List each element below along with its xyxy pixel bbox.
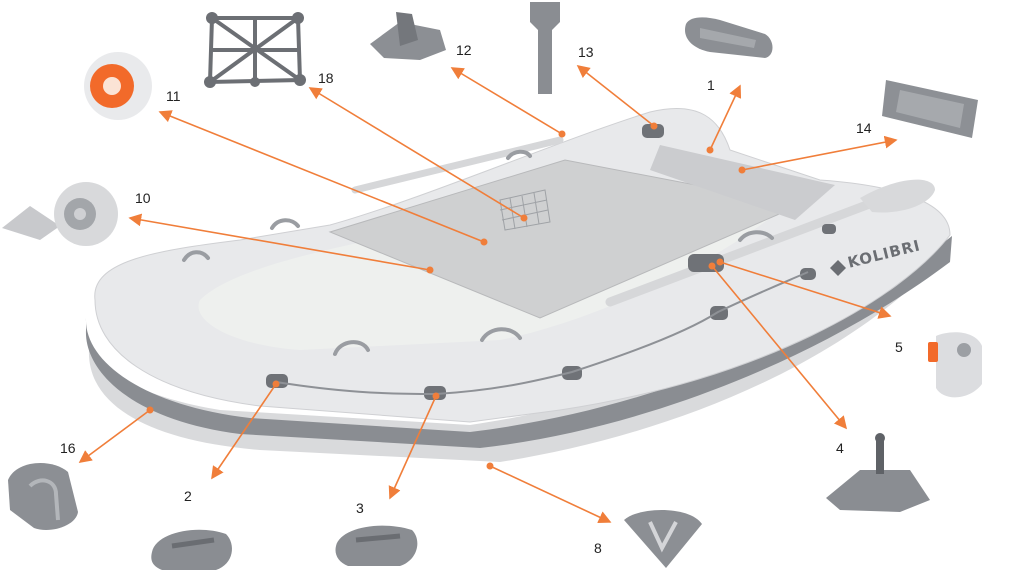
callout-label-8: 8: [594, 540, 602, 556]
callout-label-1: 1: [707, 77, 715, 93]
callout-label-11: 11: [166, 88, 181, 104]
boat-perimeter-rope: [275, 271, 809, 396]
callout-arrows: [78, 65, 898, 524]
callout-label-3: 3: [356, 500, 364, 516]
arrow-11: [158, 110, 485, 243]
part-8-towing-ring: [624, 509, 702, 568]
callout-label-10: 10: [135, 190, 151, 206]
arrow-2: [211, 383, 277, 480]
callout-label-13: 13: [578, 44, 594, 60]
callout-dots: [146, 122, 746, 470]
part-4-oarlock: [826, 433, 930, 512]
arrow-3: [388, 395, 437, 500]
arrow-18: [308, 87, 525, 219]
callout-label-18: 18: [318, 70, 334, 86]
arrow-5: [719, 261, 892, 319]
callout-label-16: 16: [60, 440, 76, 456]
part-18-net-frame: [204, 12, 306, 88]
boat-oar-2: [351, 136, 564, 194]
arrow-13: [576, 65, 655, 127]
inflatable-boat: [85, 107, 953, 462]
part-10-valve: [2, 182, 118, 246]
part-16-stern-ring: [8, 462, 78, 531]
callout-label-5: 5: [895, 339, 903, 355]
part-12-handle-mount: [370, 12, 446, 60]
part-5-oar-holder: [928, 332, 982, 398]
arrow-12: [450, 67, 563, 135]
arrow-1: [709, 84, 742, 151]
callout-label-14: 14: [856, 120, 872, 136]
callout-label-4: 4: [836, 440, 844, 456]
arrow-4: [711, 265, 848, 430]
part-13-oar-holder: [530, 2, 560, 94]
kolibri-logo-mark: [830, 260, 846, 276]
boat-net-bag: [499, 189, 551, 231]
callout-label-12: 12: [456, 42, 472, 58]
part-14-transom-plate: [882, 80, 978, 138]
boat-oar-blade: [860, 179, 935, 213]
arrow-16: [78, 409, 151, 463]
callout-label-2: 2: [184, 488, 192, 504]
boat-transom: [650, 145, 835, 220]
boat-oar: [605, 195, 885, 307]
part-11-valve: [84, 52, 152, 120]
arrow-14: [741, 135, 898, 171]
part-3-rope-holder: [335, 525, 418, 566]
kolibri-logo: [830, 260, 846, 276]
part-1-keel-guard: [685, 17, 773, 59]
part-2-rope-holder: [151, 529, 232, 570]
arrow-8: [489, 465, 612, 524]
arrow-10: [128, 213, 431, 271]
boat-handles: [182, 149, 774, 356]
